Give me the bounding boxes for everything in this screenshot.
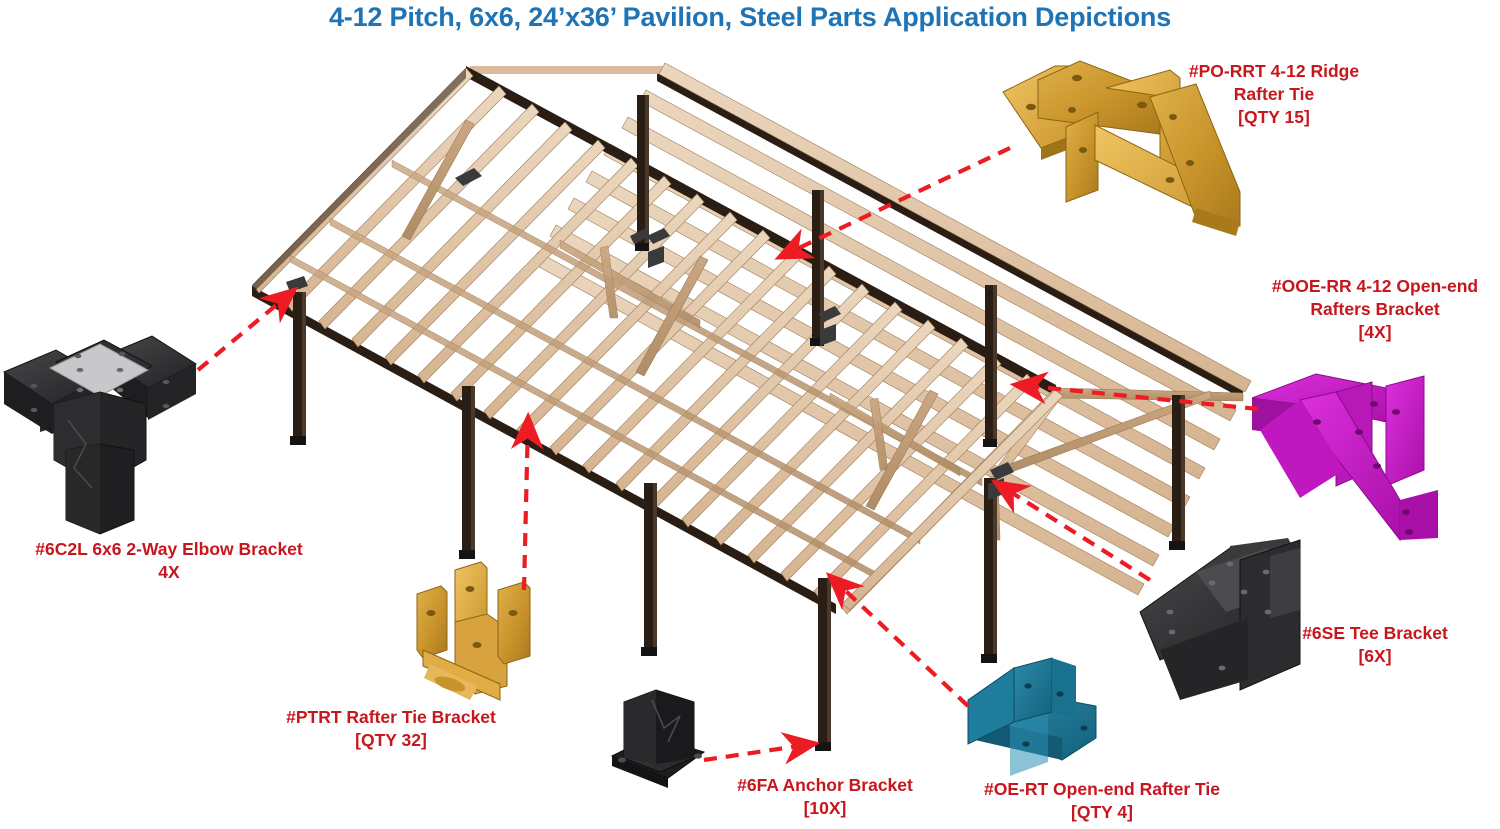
part-image-po-rrt bbox=[1002, 60, 1241, 236]
callout-ooe-rr-qty: [4X] bbox=[1358, 322, 1392, 343]
callout-6c2l-line1: #6C2L 6x6 2-Way Elbow Bracket bbox=[35, 539, 303, 559]
callout-po-rrt-line2: Rafter Tie bbox=[1233, 84, 1315, 105]
callout-6fa: #6FA Anchor Bracket [10X] bbox=[712, 774, 938, 820]
ridge-beam bbox=[466, 66, 1056, 396]
callout-6se: #6SE Tee Bracket [6X] bbox=[1272, 622, 1478, 668]
leader-po-rrt bbox=[774, 146, 1011, 260]
callout-ptrt: #PTRT Rafter Tie Bracket [QTY 32] bbox=[248, 706, 534, 752]
part-image-ptrt bbox=[416, 561, 531, 701]
callout-ooe-rr: #OOE-RR 4-12 Open-end Rafters Bracket [4… bbox=[1252, 275, 1498, 344]
leader-ooe-rr bbox=[1009, 371, 1259, 412]
callout-6se-line1: #6SE Tee Bracket bbox=[1302, 623, 1448, 643]
callout-po-rrt: #PO-RRT 4-12 Ridge Rafter Tie [QTY 15] bbox=[1158, 60, 1390, 129]
part-image-6fa bbox=[610, 689, 706, 788]
callout-ooe-rr-line1: #OOE-RR 4-12 Open-end bbox=[1271, 276, 1479, 296]
leader-ptrt bbox=[510, 411, 544, 591]
callout-6c2l: #6C2L 6x6 2-Way Elbow Bracket 4X bbox=[6, 538, 332, 584]
part-image-6se bbox=[1139, 538, 1301, 700]
callout-oe-rt: #OE-RT Open-end Rafter Tie [QTY 4] bbox=[960, 778, 1244, 824]
page-title: 4-12 Pitch, 6x6, 24’x36’ Pavilion, Steel… bbox=[328, 2, 1172, 32]
callout-oe-rt-qty: [QTY 4] bbox=[1071, 802, 1133, 823]
callout-ptrt-qty: [QTY 32] bbox=[355, 730, 427, 751]
leader-6fa bbox=[703, 732, 821, 765]
leader-6c2l bbox=[196, 286, 299, 372]
gable-left bbox=[252, 68, 466, 294]
part-image-6c2l bbox=[2, 335, 198, 535]
leader-oe-rt bbox=[825, 572, 970, 708]
callout-6se-qty: [6X] bbox=[1358, 646, 1392, 667]
posts bbox=[290, 95, 1185, 751]
callout-ooe-rr-line2: Rafters Bracket bbox=[1310, 299, 1440, 320]
callout-po-rrt-line1: #PO-RRT 4-12 Ridge bbox=[1188, 61, 1360, 81]
part-image-oe-rt bbox=[967, 657, 1097, 776]
part-image-ooe-rr bbox=[1251, 373, 1438, 542]
callout-po-rrt-qty: [QTY 15] bbox=[1238, 107, 1310, 128]
callout-6c2l-qty: 4X bbox=[158, 562, 180, 583]
callout-6fa-qty: [10X] bbox=[803, 798, 847, 819]
open-end-right bbox=[841, 387, 1244, 611]
callout-oe-rt-line1: #OE-RT Open-end Rafter Tie bbox=[984, 779, 1220, 799]
callout-ptrt-line1: #PTRT Rafter Tie Bracket bbox=[286, 707, 496, 727]
leader-6se bbox=[990, 479, 1152, 582]
pavilion-frame bbox=[252, 62, 1252, 751]
callout-6fa-line1: #6FA Anchor Bracket bbox=[737, 775, 913, 795]
roof-plane-front bbox=[252, 67, 1062, 615]
